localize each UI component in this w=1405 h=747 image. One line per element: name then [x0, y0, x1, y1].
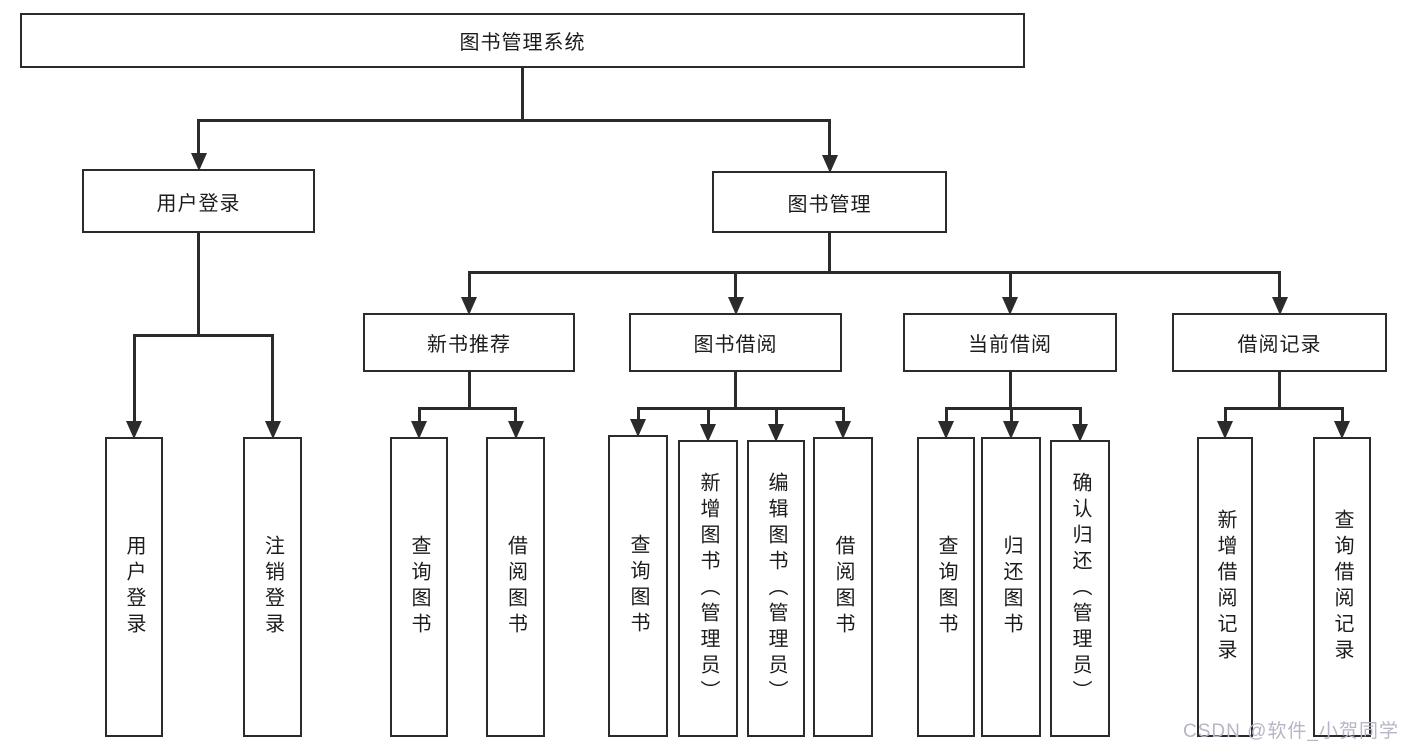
node-current-borrow: 当前借阅 [903, 313, 1117, 372]
node-label: 新增借阅记录 [1214, 509, 1236, 665]
connector-drop [636, 408, 640, 419]
node-user-login: 用户登录 [82, 169, 315, 233]
node-v-query-book-2: 查询图书 [608, 435, 668, 737]
node-v-query-record: 查询借阅记录 [1313, 437, 1371, 737]
node-label: 图书管理系统 [459, 32, 586, 54]
node-label: 当前借阅 [968, 334, 1052, 356]
node-v-logout: 注销登录 [243, 437, 302, 737]
node-label: 新增图书（管理员） [697, 471, 719, 706]
connector-drop [706, 408, 710, 424]
connector-stub [1008, 372, 1012, 408]
connector-drop [514, 408, 517, 421]
connector-stub [828, 233, 831, 272]
connector-drop [1223, 408, 1227, 421]
node-v-query-book-3: 查询图书 [917, 437, 975, 737]
node-book-borrow: 图书借阅 [629, 313, 842, 372]
connector-drop [774, 408, 778, 424]
node-root: 图书管理系统 [20, 13, 1025, 68]
node-label: 确认归还（管理员） [1069, 471, 1091, 706]
connector-stub [1278, 372, 1281, 408]
node-v-add-record: 新增借阅记录 [1197, 437, 1253, 737]
arrow-down-icon [821, 155, 838, 173]
arrow-down-icon [1334, 421, 1350, 439]
arrow-down-icon [264, 421, 281, 439]
connector-drop [1340, 408, 1344, 421]
connector-drop [734, 272, 737, 297]
node-label: 查询图书 [408, 535, 430, 639]
arrow-down-icon [938, 421, 954, 439]
connector-drop [132, 335, 136, 421]
node-label: 借阅图书 [504, 535, 527, 639]
node-v-edit-book: 编辑图书（管理员） [747, 440, 805, 737]
connector-drop [417, 408, 421, 421]
node-label: 用户登录 [123, 535, 145, 639]
arrow-down-icon [411, 421, 427, 439]
connector-branch [197, 118, 831, 122]
arrow-down-icon [727, 297, 744, 315]
arrow-down-icon [630, 419, 646, 437]
connector-drop [828, 120, 831, 155]
connector-branch [944, 406, 1082, 410]
node-v-query-book-1: 查询图书 [390, 437, 448, 737]
connector-stub [734, 372, 737, 408]
node-label: 图书管理 [787, 193, 872, 216]
node-label: 编辑图书（管理员） [765, 471, 787, 706]
node-v-borrow-book-2: 借阅图书 [813, 437, 873, 737]
node-v-add-book: 新增图书（管理员） [678, 440, 738, 737]
connector-drop [944, 408, 948, 421]
node-label: 注销登录 [261, 535, 284, 639]
connector-drop [1008, 272, 1012, 297]
arrow-down-icon [1072, 424, 1088, 442]
arrow-down-icon [461, 297, 477, 315]
connector-drop [1278, 272, 1281, 297]
connector-drop [1078, 408, 1082, 424]
connector-branch [467, 270, 1281, 274]
connector-drop [1009, 408, 1013, 421]
arrow-down-icon [1002, 297, 1018, 315]
arrow-down-icon [768, 424, 784, 442]
arrow-down-icon [835, 421, 851, 439]
node-label: 新书推荐 [427, 334, 511, 356]
connector-drop [271, 335, 274, 421]
arrow-down-icon [700, 424, 716, 442]
node-label: 用户登录 [156, 192, 241, 215]
arrow-down-icon [1217, 421, 1233, 439]
connector-drop [197, 120, 200, 153]
connector-branch [636, 406, 845, 410]
node-v-borrow-book-1: 借阅图书 [486, 437, 545, 737]
arrow-down-icon [190, 153, 207, 171]
connector-branch [1223, 406, 1344, 410]
arrow-down-icon [1271, 297, 1288, 315]
node-v-confirm-return: 确认归还（管理员） [1050, 440, 1110, 737]
node-label: 借阅记录 [1237, 334, 1322, 356]
connector-drop [841, 408, 845, 421]
connector-stub [467, 372, 471, 408]
connector-branch [132, 333, 274, 337]
node-v-return-book: 归还图书 [981, 437, 1041, 737]
connector-stub [197, 233, 200, 335]
node-v-user-login: 用户登录 [105, 437, 163, 737]
arrow-down-icon [126, 421, 142, 439]
node-label: 图书借阅 [693, 334, 778, 356]
node-borrow-records: 借阅记录 [1172, 313, 1387, 372]
node-book-mgmt: 图书管理 [712, 171, 947, 233]
node-label: 查询图书 [935, 535, 957, 639]
connector-branch [417, 406, 517, 410]
arrow-down-icon [1003, 421, 1019, 439]
connector-stub [521, 68, 524, 120]
arrow-down-icon [507, 421, 524, 439]
node-label: 查询图书 [627, 534, 649, 638]
node-new-book-rec: 新书推荐 [363, 313, 575, 372]
node-label: 查询借阅记录 [1331, 509, 1353, 665]
node-label: 归还图书 [1000, 535, 1022, 639]
connector-drop [467, 272, 471, 297]
node-label: 借阅图书 [832, 535, 854, 639]
